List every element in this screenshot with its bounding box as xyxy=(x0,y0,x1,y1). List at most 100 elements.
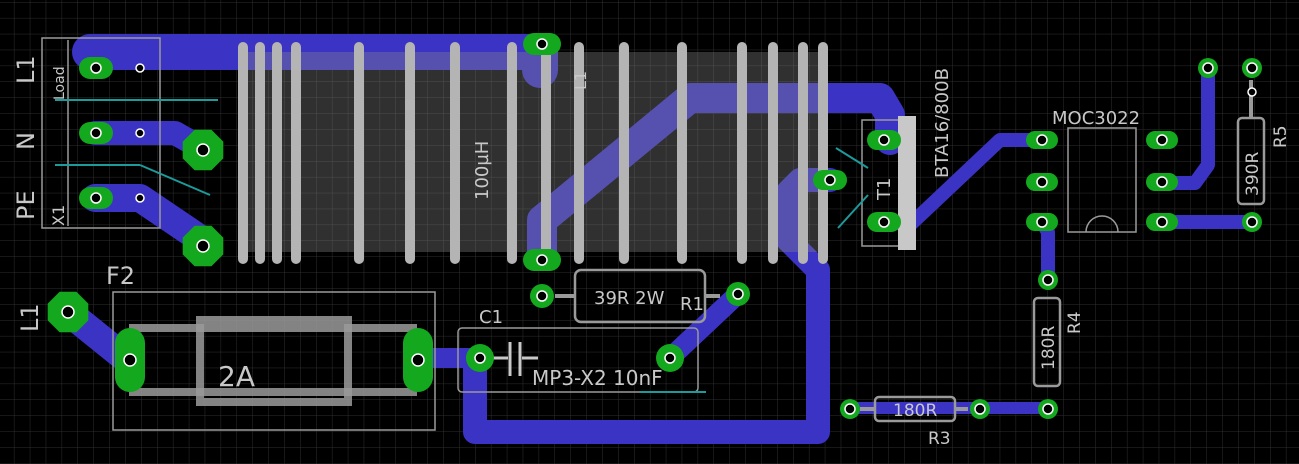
pad-pe-terminal-drill xyxy=(196,239,210,253)
pad-r5-top[interactable] xyxy=(1243,83,1261,101)
inductor-winding-bar xyxy=(272,42,282,264)
opto-value: MOC3022 xyxy=(1052,108,1140,129)
pad-t1-1[interactable] xyxy=(867,130,901,150)
triac-name: T1 xyxy=(874,178,895,201)
pad-x1-n-b[interactable] xyxy=(133,126,147,140)
connector-value: Load xyxy=(52,66,68,100)
pad-r1-right[interactable] xyxy=(726,282,750,306)
pad-fuse-left[interactable] xyxy=(115,328,145,392)
fuse-name: F2 xyxy=(106,262,135,290)
pad-x1-l1[interactable] xyxy=(79,57,113,79)
r1-name: R1 xyxy=(680,294,704,315)
label-pe: PE xyxy=(12,190,40,220)
inductor-l1[interactable] xyxy=(238,42,828,264)
pad-r1-left[interactable] xyxy=(530,284,554,308)
pad-c1-right-drill xyxy=(664,352,676,364)
pad-fuse-right[interactable] xyxy=(403,328,433,392)
triac-tab xyxy=(898,116,916,250)
pad-r3-right-drill xyxy=(974,403,986,415)
pad-r5-bottom[interactable] xyxy=(1242,212,1262,232)
connector-x1[interactable] xyxy=(41,37,161,229)
pad-opto-3-drill xyxy=(1036,216,1048,228)
opto-notch xyxy=(1085,215,1119,233)
pad-opto-4-drill xyxy=(1156,216,1168,228)
pad-pe-terminal[interactable] xyxy=(182,225,224,267)
pad-x1-pe-drill xyxy=(90,192,102,204)
pad-opto-1[interactable] xyxy=(1026,131,1058,149)
pad-fuse-input[interactable] xyxy=(47,291,89,333)
pad-r5-top-drill xyxy=(1247,87,1257,97)
inductor-name: L1 xyxy=(571,71,590,90)
pad-opto-5[interactable] xyxy=(1146,173,1178,191)
pad-n-terminal[interactable] xyxy=(182,129,224,171)
fuse-outline xyxy=(112,291,436,431)
r4-outline xyxy=(1032,296,1062,388)
c1-outline xyxy=(457,327,699,393)
inductor-winding-bar xyxy=(354,42,364,264)
capacitor-symbol xyxy=(492,342,538,376)
pad-opto-4[interactable] xyxy=(1146,213,1178,231)
pad-t1-2-drill xyxy=(878,216,890,228)
pad-x1-pe[interactable] xyxy=(79,187,113,209)
pad-x1-pe-b-drill xyxy=(135,193,145,203)
pad-c1-right[interactable] xyxy=(656,344,684,372)
r1-value: 39R 2W xyxy=(594,288,665,309)
inductor-winding-bar xyxy=(619,42,629,264)
inductor-winding-bar xyxy=(768,42,778,264)
pad-l1-top[interactable] xyxy=(523,33,561,55)
pad-x1-n[interactable] xyxy=(79,122,113,144)
pad-opto-3[interactable] xyxy=(1026,213,1058,231)
pad-t1-g-drill xyxy=(824,174,836,186)
triac-value: BTA16/800B xyxy=(932,68,953,178)
optocoupler[interactable] xyxy=(1067,127,1137,233)
pad-r4-bottom[interactable] xyxy=(1038,399,1058,419)
pad-fuse-input-drill xyxy=(61,305,75,319)
inductor-winding-bar xyxy=(405,42,415,264)
r4-value: 180R xyxy=(1039,326,1059,370)
pad-x1-pe-b[interactable] xyxy=(133,191,147,205)
r5-name: R5 xyxy=(1271,125,1291,148)
inductor-winding-bar xyxy=(450,42,460,264)
pad-r3-right[interactable] xyxy=(970,399,990,419)
trace-r1-c1 xyxy=(660,284,748,368)
triac-t1[interactable] xyxy=(861,116,916,250)
pad-r4-top[interactable] xyxy=(1038,270,1058,290)
pad-l1-bottom[interactable] xyxy=(523,249,561,271)
inductor-value: 100µH xyxy=(472,141,493,200)
inductor-winding-bar xyxy=(798,42,808,264)
inductor-winding-bar xyxy=(238,42,248,264)
pad-opto-6[interactable] xyxy=(1146,131,1178,149)
pad-opto-2-drill xyxy=(1036,176,1048,188)
r5-value: 390R xyxy=(1243,152,1263,196)
pad-c1-left-drill xyxy=(474,352,486,364)
pad-r3-left[interactable] xyxy=(840,399,860,419)
pad-opto-1-drill xyxy=(1036,134,1048,146)
pad-r4-bottom-drill xyxy=(1042,403,1054,415)
pad-r1-right-drill xyxy=(732,288,744,300)
pad-l1-bottom-drill xyxy=(536,254,548,266)
pad-t1-2[interactable] xyxy=(867,212,901,232)
pad-r5a[interactable] xyxy=(1198,58,1218,78)
pad-l1-top-drill xyxy=(536,38,548,50)
pad-opto-6-drill xyxy=(1156,134,1168,146)
opto-outline xyxy=(1067,127,1137,233)
r3-value: 180R xyxy=(893,401,937,421)
r4-name: R4 xyxy=(1065,311,1085,334)
fuse-cartridge xyxy=(196,316,352,406)
pad-x1-l1-b-drill xyxy=(135,63,145,73)
pad-c1-left[interactable] xyxy=(466,344,494,372)
pad-r5b[interactable] xyxy=(1242,58,1262,78)
pad-x1-l1-drill xyxy=(90,62,102,74)
pad-x1-n-b-drill xyxy=(135,128,145,138)
pad-fuse-right-drill xyxy=(411,353,425,367)
pad-opto-2[interactable] xyxy=(1026,173,1058,191)
c1-value: MP3-X2 10nF xyxy=(532,366,663,390)
label-n: N xyxy=(12,132,40,150)
pad-r4-top-drill xyxy=(1042,274,1054,286)
pad-t1-g[interactable] xyxy=(813,170,847,190)
pads[interactable] xyxy=(47,33,1262,419)
pad-x1-l1-b[interactable] xyxy=(133,61,147,75)
pad-r5a-drill xyxy=(1202,62,1214,74)
